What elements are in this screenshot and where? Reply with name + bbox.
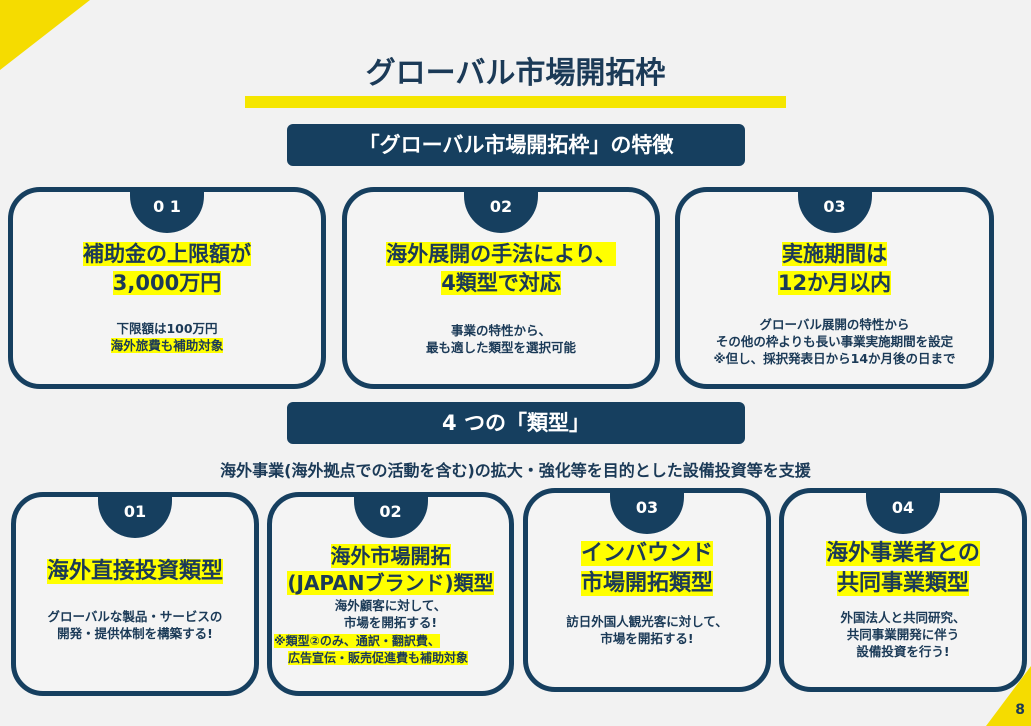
badge: 03 bbox=[797, 192, 872, 233]
type-body: 開発・提供体制を構築する! bbox=[57, 626, 213, 641]
types-subtitle: 海外事業(海外拠点での活動を含む)の拡大・強化等を目的とした設備投資等を支援 bbox=[220, 461, 811, 480]
type-body: 設備投資を行う! bbox=[856, 644, 950, 659]
feature-head: 3,000万円 bbox=[112, 271, 222, 295]
feature-card-1: 0 1 補助金の上限額が 3,000万円 下限額は100万円海外旅費も補助対象 bbox=[8, 187, 326, 389]
feature-head: 12か月以内 bbox=[777, 271, 892, 295]
type-head: 市場開拓類型 bbox=[580, 571, 713, 596]
feature-head: 補助金の上限額が bbox=[83, 242, 251, 266]
page-number: 8 bbox=[1015, 702, 1025, 718]
feature-body: グローバル展開の特性から bbox=[759, 317, 910, 332]
feature-head: 海外展開の手法により、 bbox=[386, 242, 616, 266]
type-head: 海外事業者との bbox=[826, 541, 980, 566]
feature-body: 事業の特性から、 bbox=[450, 323, 551, 338]
feature-body: 最も適した類型を選択可能 bbox=[425, 340, 576, 355]
badge: 03 bbox=[610, 493, 684, 534]
type-head: 共同事業類型 bbox=[836, 571, 969, 596]
type-body: 共同事業開発に伴う bbox=[846, 627, 960, 642]
page-title: グローバル市場開拓枠 bbox=[365, 56, 666, 91]
type-head: 海外直接投資類型 bbox=[46, 559, 223, 584]
type-body: グローバルな製品・サービスの bbox=[47, 609, 223, 624]
badge: 02 bbox=[464, 192, 538, 233]
feature-card-3: 03 実施期間は 12か月以内 グローバル展開の特性からその他の枠よりも長い事業実… bbox=[675, 187, 994, 389]
type-highlight: 広告宣伝・販売促進費も補助対象 bbox=[288, 651, 469, 665]
type-card-1: 01 海外直接投資類型 グローバルな製品・サービスの開発・提供体制を構築する! bbox=[11, 492, 259, 696]
badge: 02 bbox=[353, 497, 428, 538]
type-head: インバウンド bbox=[580, 541, 713, 566]
type-card-3: 03 インバウンド市場開拓類型 訪日外国人観光客に対して、市場を開拓する! bbox=[523, 488, 771, 692]
types-heading: 4 つの「類型」 bbox=[287, 402, 745, 444]
type-body: 訪日外国人観光客に対して、 bbox=[566, 614, 728, 629]
type-highlight: ※類型②のみ、通訳・翻訳費、 bbox=[274, 634, 440, 648]
type-body: 市場を開拓する! bbox=[600, 631, 694, 646]
title-underline bbox=[245, 96, 786, 108]
feature-body: ※但し、採択発表日から14か月後の日まで bbox=[713, 351, 956, 366]
type-card-2: 02 海外市場開拓 (JAPANブランド)類型 海外顧客に対して、市場を開拓する!… bbox=[267, 492, 514, 696]
feature-card-2: 02 海外展開の手法により、 4類型で対応 事業の特性から、最も適した類型を選択可… bbox=[342, 187, 660, 389]
feature-head: 実施期間は bbox=[782, 242, 887, 266]
badge: 01 bbox=[98, 497, 172, 538]
type-head: (JAPANブランド)類型 bbox=[287, 571, 494, 595]
type-body: 海外顧客に対して、 bbox=[334, 598, 447, 613]
type-body: 外国法人と共同研究、 bbox=[840, 610, 966, 625]
corner-stripe bbox=[0, 0, 120, 120]
badge: 0 1 bbox=[130, 192, 204, 233]
type-body: 市場を開拓する! bbox=[343, 615, 438, 630]
feature-highlight: 海外旅費も補助対象 bbox=[110, 338, 224, 353]
features-heading: 「グローバル市場開拓枠」の特徴 bbox=[287, 124, 745, 166]
badge: 04 bbox=[866, 493, 940, 534]
feature-body: 下限額は100万円 bbox=[116, 321, 218, 336]
type-card-4: 04 海外事業者との共同事業類型 外国法人と共同研究、共同事業開発に伴う設備投資… bbox=[779, 488, 1027, 692]
type-head: 海外市場開拓 bbox=[330, 544, 451, 568]
feature-head: 4類型で対応 bbox=[441, 271, 561, 295]
feature-body: その他の枠よりも長い事業実施期間を設定 bbox=[715, 334, 954, 349]
